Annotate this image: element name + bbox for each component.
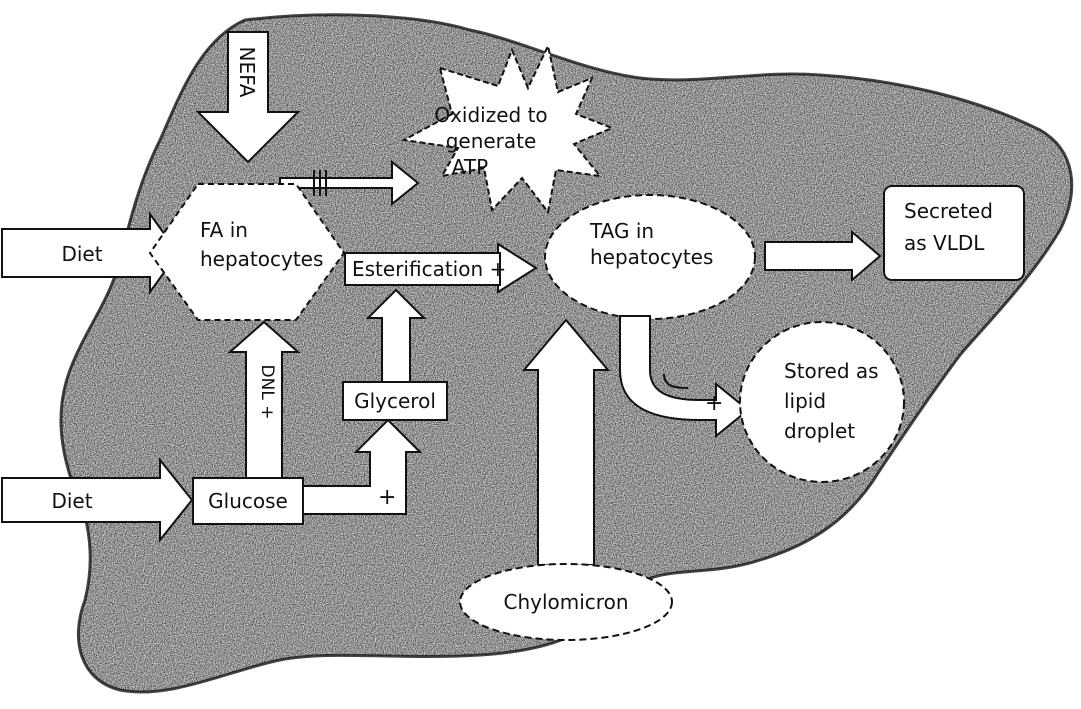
oxidized-line-2: generate [446, 129, 537, 153]
nefa-label: NEFA [235, 47, 259, 98]
dnl-label: DNL + [257, 365, 277, 420]
glycerol-label: Glycerol [354, 389, 436, 413]
stored-line-2: lipid [784, 389, 826, 413]
glucose-glycerol-plus: + [378, 485, 396, 510]
glucose-label: Glucose [208, 489, 288, 513]
tag-line-2: hepatocytes [590, 245, 713, 269]
stored-line-1: Stored as [784, 359, 879, 383]
diet-top-label: Diet [61, 242, 102, 266]
stored-line-3: droplet [784, 419, 855, 443]
secreted-line-2: as VLDL [904, 231, 985, 255]
secreted-line-1: Secreted [904, 199, 993, 223]
esterification-label: Esterification + [352, 257, 506, 281]
chylomicron-label: Chylomicron [504, 590, 629, 614]
oxidized-line-1: Oxidized to [434, 103, 547, 127]
fa-line-2: hepatocytes [200, 247, 323, 271]
fa-line-1: FA in [200, 218, 248, 242]
oxidized-line-3: ATP [452, 155, 488, 179]
diet-bottom-label: Diet [51, 489, 92, 513]
tag-line-1: TAG in [589, 219, 654, 243]
storage-plus: + [705, 391, 723, 416]
